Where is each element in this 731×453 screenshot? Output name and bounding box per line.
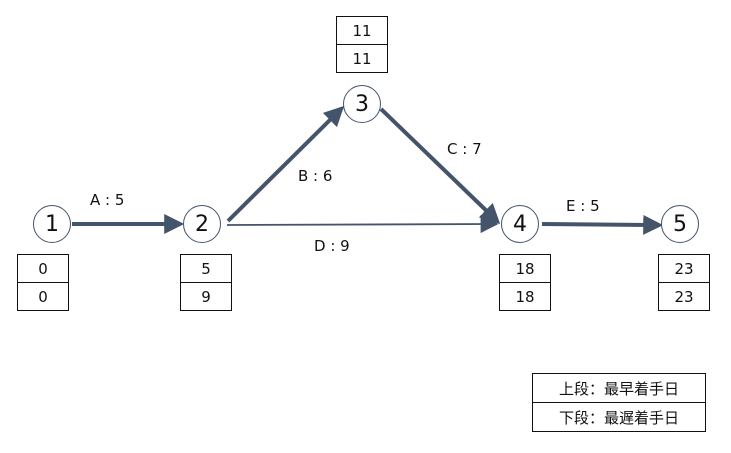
activity-label-e: E : 5 (566, 197, 600, 215)
activity-label-c: C : 7 (447, 140, 482, 158)
activity-label-b: B : 6 (298, 167, 333, 185)
legend-lower: 下段：最遅着手日 (533, 402, 705, 431)
latest-start: 18 (500, 282, 550, 310)
time-box-node-2: 5 9 (180, 254, 232, 311)
activity-label-a: A : 5 (90, 191, 125, 209)
earliest-start: 5 (201, 259, 211, 278)
latest-start: 23 (659, 282, 709, 310)
activity-label-d: D : 9 (314, 237, 350, 255)
latest-start: 9 (181, 282, 231, 310)
arrow-d (226, 215, 499, 234)
legend: 上段：最早着手日 下段：最遅着手日 (532, 373, 706, 432)
earliest-start: 0 (38, 259, 48, 278)
node-3: 3 (343, 85, 381, 123)
time-box-node-4: 18 18 (499, 254, 551, 311)
latest-start: 11 (337, 44, 387, 72)
arrow-c (379, 107, 501, 224)
time-box-node-3: 11 11 (336, 16, 388, 73)
legend-upper: 上段：最早着手日 (558, 379, 679, 398)
time-box-node-5: 23 23 (658, 254, 710, 311)
earliest-start: 18 (515, 259, 535, 278)
time-box-node-1: 0 0 (17, 254, 69, 311)
earliest-start: 23 (674, 259, 694, 278)
earliest-start: 11 (352, 21, 372, 40)
node-1: 1 (33, 205, 71, 243)
arrow-b (226, 105, 345, 223)
arrow-e (541, 214, 664, 235)
node-5: 5 (661, 205, 699, 243)
node-4: 4 (501, 205, 539, 243)
node-2: 2 (183, 205, 221, 243)
latest-start: 0 (18, 282, 68, 310)
